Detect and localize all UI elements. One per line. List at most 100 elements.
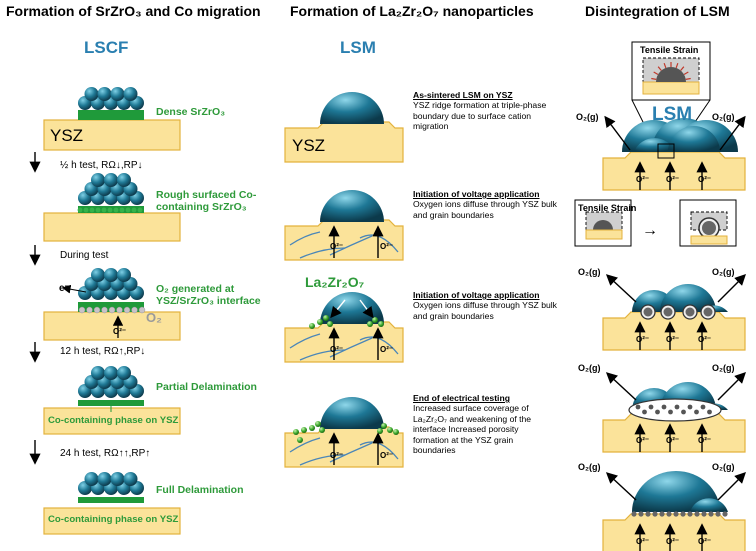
grain-boundary bbox=[359, 234, 399, 253]
porous-grain bbox=[687, 511, 693, 517]
o2g-3: O₂(g) bbox=[578, 267, 601, 277]
o2-minus-a: O²⁻ bbox=[330, 242, 344, 251]
step-during-test: During test bbox=[60, 250, 109, 261]
porous-grain bbox=[642, 409, 647, 415]
lscf-particle bbox=[84, 472, 99, 486]
porous-grain bbox=[722, 511, 728, 517]
lscf-particle bbox=[84, 87, 99, 101]
la2zr2o7-particle bbox=[387, 427, 393, 433]
migration-arrow bbox=[359, 299, 374, 319]
ysz-substrate-1 bbox=[43, 119, 181, 151]
la2zr2o7-label: La₂Zr₂O₇ bbox=[305, 274, 365, 290]
o2g-5: O₂(g) bbox=[578, 363, 601, 373]
lscf-particle bbox=[110, 87, 125, 101]
lscf-particle bbox=[123, 87, 138, 101]
co-srzro3-grain bbox=[113, 207, 119, 213]
grain-boundary bbox=[359, 441, 399, 460]
o2-minus-c: O²⁻ bbox=[330, 345, 344, 354]
porous-grain bbox=[715, 511, 721, 517]
o2-minus-p: O²⁻ bbox=[636, 537, 650, 546]
strain-spike bbox=[680, 66, 685, 71]
srzro3-layer-4 bbox=[78, 400, 144, 406]
o2-minus-d: O²⁻ bbox=[380, 345, 394, 354]
migration-arrow bbox=[330, 299, 346, 319]
la2zr2o7-particle bbox=[315, 421, 321, 427]
o2g-4: O₂(g) bbox=[712, 267, 735, 277]
electron-arrow bbox=[61, 284, 87, 294]
la2zr2o7-particle bbox=[293, 429, 299, 435]
electron-label: e⁻ bbox=[59, 283, 70, 294]
lsm-grain bbox=[690, 498, 728, 512]
o2g-arrow-4 bbox=[717, 274, 746, 303]
porous-grain bbox=[659, 511, 665, 517]
o2-minus-j: O²⁻ bbox=[636, 335, 650, 344]
tensile-inset-ysz bbox=[642, 81, 700, 95]
o2-bubble bbox=[138, 306, 146, 314]
porous-grain bbox=[631, 511, 637, 517]
porous-grain bbox=[687, 404, 693, 410]
o2-bubble bbox=[93, 306, 101, 314]
lsm-label-col2: LSM bbox=[340, 38, 376, 57]
tensile-strain-top: Tensile Strain bbox=[640, 45, 699, 55]
grain-boundary bbox=[289, 231, 321, 246]
la2zr2o7-particle bbox=[297, 437, 303, 443]
lsm-dome-4 bbox=[320, 397, 384, 429]
lscf-particle bbox=[117, 366, 131, 380]
la2zr2o7-particle bbox=[319, 427, 325, 433]
porous-grain bbox=[635, 404, 641, 410]
porous-grain bbox=[694, 511, 700, 517]
lscf-particle bbox=[97, 472, 112, 486]
lscf-particle bbox=[91, 173, 105, 187]
lscf-particle bbox=[91, 366, 105, 380]
tensile-strain-mid: Tensile Strain bbox=[578, 203, 637, 213]
porous-layer bbox=[628, 398, 722, 422]
lscf-particle bbox=[104, 268, 118, 282]
porous-grain bbox=[694, 409, 699, 415]
tensile-ysz-left bbox=[585, 229, 623, 240]
o2-bubble bbox=[123, 306, 131, 314]
lscf-particle bbox=[117, 268, 131, 282]
o2-bubble bbox=[116, 306, 123, 314]
lsm-dome-2 bbox=[320, 190, 384, 222]
co-srzro3-grain bbox=[101, 207, 107, 213]
la2zr2o7-particle bbox=[372, 317, 378, 323]
grain-boundary bbox=[289, 333, 321, 349]
o2g-1: O₂(g) bbox=[576, 112, 599, 122]
strain-spike bbox=[675, 63, 679, 69]
co-srzro3-grain bbox=[77, 207, 83, 213]
tensile-grain-left bbox=[593, 220, 613, 230]
ysz-substrate-5 bbox=[43, 507, 181, 535]
la2zr2o7-particle bbox=[378, 321, 384, 327]
o2g-arrow-3 bbox=[605, 274, 637, 303]
la2zr2o7-particle bbox=[393, 429, 399, 435]
grain-boundary bbox=[359, 336, 399, 355]
co-srzro3-grain bbox=[119, 207, 125, 213]
co-phase-label-1: Co-containing phase on YSZ bbox=[48, 415, 179, 426]
lscf-particle bbox=[97, 87, 112, 101]
pore-core-right bbox=[702, 221, 716, 235]
co-srzro3-grain bbox=[107, 207, 113, 213]
la2zr2o7-particle bbox=[367, 321, 373, 327]
header-la2zr2o7: Formation of La₂Zr₂O₇ nanoparticles bbox=[290, 3, 534, 19]
pore-core bbox=[663, 307, 673, 317]
porous-grain bbox=[645, 511, 651, 517]
strain-spike bbox=[683, 71, 689, 76]
la2zr2o7-particle bbox=[381, 423, 387, 429]
o2g-arrow-7 bbox=[605, 472, 637, 501]
strain-spike bbox=[651, 77, 657, 80]
transition-arrow: → bbox=[642, 222, 658, 239]
porous-grain bbox=[700, 404, 706, 410]
lscf-label: LSCF bbox=[84, 38, 129, 57]
srzro3-layer-1 bbox=[78, 110, 144, 120]
co-srzro3-grain bbox=[95, 207, 101, 213]
strain-spike bbox=[653, 71, 659, 76]
ysz-substrate-col2-1 bbox=[284, 121, 404, 163]
step-24h: 24 h test, RΩ↑↑,RP↑ bbox=[60, 448, 151, 459]
lsm-dome-1 bbox=[320, 92, 384, 124]
o2-bubble bbox=[101, 306, 108, 314]
ysz-substrate-3 bbox=[43, 311, 181, 341]
